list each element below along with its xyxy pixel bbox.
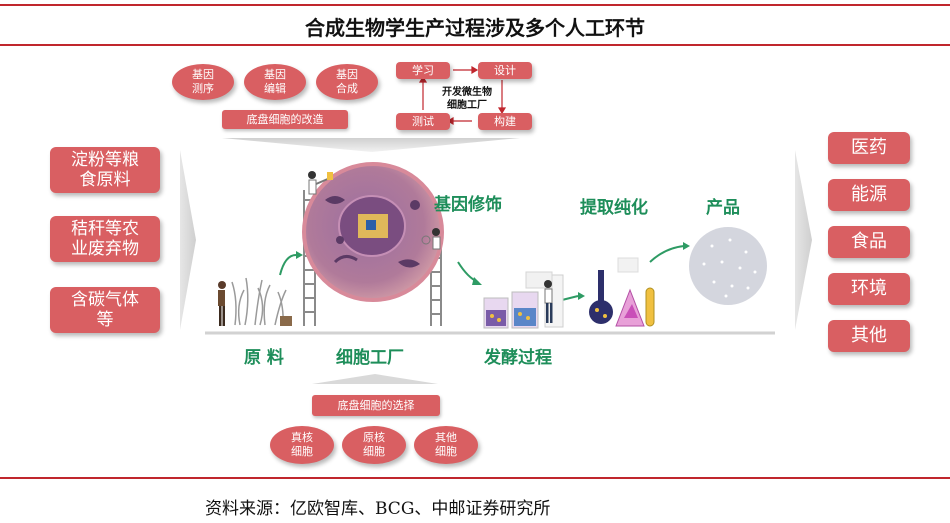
source-note: 资料来源：亿欧智库、BCG、中邮证券研究所 bbox=[205, 499, 551, 519]
prokaryotic-cell-oval: 原核 细胞 bbox=[342, 426, 406, 464]
gene-editing-oval: 基因 编辑 bbox=[244, 64, 306, 100]
cell-illustration bbox=[302, 162, 444, 302]
stage-extraction: 提取纯化 bbox=[580, 198, 648, 218]
cycle-design: 设计 bbox=[478, 62, 532, 79]
flow-arrows bbox=[279, 245, 685, 301]
stage-fermentation: 发酵过程 bbox=[484, 348, 552, 368]
diagram-title: 合成生物学生产过程涉及多个人工环节 bbox=[305, 16, 645, 40]
eukaryotic-cell-oval: 真核 细胞 bbox=[270, 426, 334, 464]
title-underline bbox=[0, 44, 950, 46]
stage-cell-factory: 细胞工厂 bbox=[336, 348, 404, 368]
cycle-learn: 学习 bbox=[396, 62, 450, 79]
cycle-build: 构建 bbox=[478, 113, 532, 130]
bottom-wedge bbox=[312, 374, 438, 384]
chassis-selection-label: 底盘细胞的选择 bbox=[312, 395, 440, 416]
input-chevron bbox=[180, 150, 196, 330]
output-chevron bbox=[795, 150, 812, 330]
lab-glassware bbox=[589, 257, 655, 327]
top-rule bbox=[0, 4, 950, 6]
cycle-center-label: 开发微生物 细胞工厂 bbox=[442, 87, 492, 111]
input-box-straw: 秸秆等农 业废弃物 bbox=[50, 216, 160, 262]
input-box-starch: 淀粉等粮 食原料 bbox=[50, 147, 160, 193]
output-box-energy: 能源 bbox=[828, 179, 910, 211]
output-box-other: 其他 bbox=[828, 320, 910, 352]
bottom-rule bbox=[0, 477, 950, 479]
top-wedge bbox=[222, 138, 520, 152]
scientist-fermentation bbox=[544, 280, 553, 323]
output-box-food: 食品 bbox=[828, 226, 910, 258]
cycle-arrows bbox=[418, 65, 507, 126]
input-box-carbon-gas: 含碳气体 等 bbox=[50, 287, 160, 333]
chassis-modification-label: 底盘细胞的改造 bbox=[222, 110, 348, 129]
farmer-figure bbox=[218, 281, 226, 326]
output-box-environment: 环境 bbox=[828, 273, 910, 305]
output-box-medicine: 医药 bbox=[828, 132, 910, 164]
stage-product: 产品 bbox=[706, 198, 740, 218]
wheat-plants bbox=[231, 277, 287, 326]
stage-raw-material: 原 料 bbox=[244, 348, 284, 368]
scientist-left bbox=[308, 171, 333, 195]
stage-gene-modification: 基因修饰 bbox=[434, 195, 502, 215]
product-dots bbox=[702, 238, 757, 298]
cycle-test: 测试 bbox=[396, 113, 450, 130]
gene-sequencing-oval: 基因 测序 bbox=[172, 64, 234, 100]
gene-synthesis-oval: 基因 合成 bbox=[316, 64, 378, 100]
product-disc bbox=[689, 227, 767, 305]
other-cell-oval: 其他 细胞 bbox=[414, 426, 478, 464]
scientist-right bbox=[421, 228, 441, 250]
